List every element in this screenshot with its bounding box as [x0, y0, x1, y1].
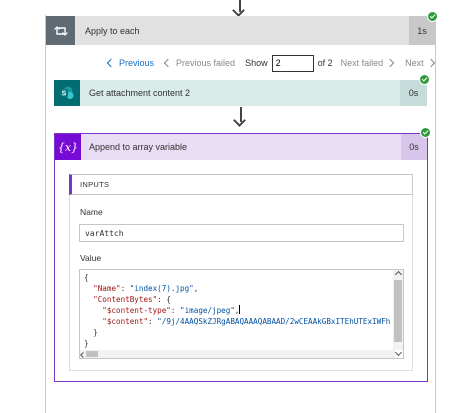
inputs-label: INPUTS [80, 180, 110, 189]
scroll-up-icon[interactable] [394, 270, 403, 279]
connector-line [240, 107, 242, 122]
chevron-left-icon [106, 58, 116, 68]
frame-right-border [435, 15, 436, 413]
vertical-scrollbar[interactable] [393, 270, 403, 357]
text-cursor [239, 305, 241, 314]
next-failed-label: Next failed [340, 58, 384, 68]
next-failed-button[interactable]: Next failed [340, 58, 395, 68]
connector-arrow-icon [232, 4, 245, 17]
value-label: Value [80, 253, 102, 263]
next-label: Next [405, 58, 424, 68]
inputs-panel: Name varAttch Value { "Name": "index(7).… [69, 195, 413, 371]
name-value-field[interactable]: varAttch [79, 224, 404, 242]
append-to-array-title: Append to array variable [89, 142, 188, 152]
connector-arrow-icon [233, 114, 246, 127]
scroll-left-icon[interactable] [80, 352, 86, 358]
append-to-array-card: {x} Append to array variable 0s INPUTS N… [54, 133, 428, 382]
horizontal-scrollbar[interactable] [80, 350, 395, 358]
chevron-left-icon [163, 58, 173, 68]
success-check-icon [419, 74, 430, 85]
page-number-input[interactable] [271, 54, 314, 72]
get-attachment-step-title: Get attachment content 2 [89, 88, 191, 98]
value-code-text: { "Name": "index(7).jpg", "ContentBytes"… [84, 273, 391, 348]
chevron-right-icon [426, 58, 435, 68]
sharepoint-icon: S [54, 80, 80, 106]
sharepoint-glyph: S [62, 91, 67, 98]
iteration-pager: Previous Previous failed Show of 2 Next … [105, 54, 435, 72]
scroll-down-icon[interactable] [394, 348, 403, 357]
inputs-section-header[interactable]: INPUTS [69, 174, 413, 195]
variable-icon: {x} [55, 134, 81, 160]
frame-left-border [45, 15, 46, 413]
apply-to-each-title: Apply to each [85, 25, 140, 36]
value-code-field[interactable]: { "Name": "index(7).jpg", "ContentBytes"… [79, 269, 404, 359]
vertical-scroll-thumb[interactable] [394, 280, 402, 342]
previous-label: Previous [119, 58, 155, 68]
show-label: Show [245, 58, 268, 68]
append-to-array-duration: 0s [401, 134, 427, 160]
loop-icon [46, 16, 75, 45]
previous-button[interactable]: Previous [105, 58, 154, 68]
append-to-array-header[interactable]: {x} Append to array variable 0s [55, 134, 427, 160]
name-value: varAttch [85, 228, 124, 238]
horizontal-scroll-thumb[interactable] [86, 351, 98, 357]
previous-failed-button[interactable]: Previous failed [162, 58, 235, 68]
page-count-label: of 2 [317, 58, 333, 68]
success-check-icon [427, 11, 438, 22]
success-check-icon [420, 127, 431, 138]
next-button[interactable]: Next [405, 58, 435, 68]
get-attachment-step-header[interactable]: S Get attachment content 2 0s [54, 80, 427, 106]
connector-line [239, 0, 241, 12]
apply-to-each-header[interactable]: Apply to each 1s [46, 16, 435, 45]
variable-glyph: {x} [57, 140, 79, 154]
name-label: Name [80, 207, 103, 217]
previous-failed-label: Previous failed [176, 58, 236, 68]
chevron-right-icon [385, 58, 395, 68]
